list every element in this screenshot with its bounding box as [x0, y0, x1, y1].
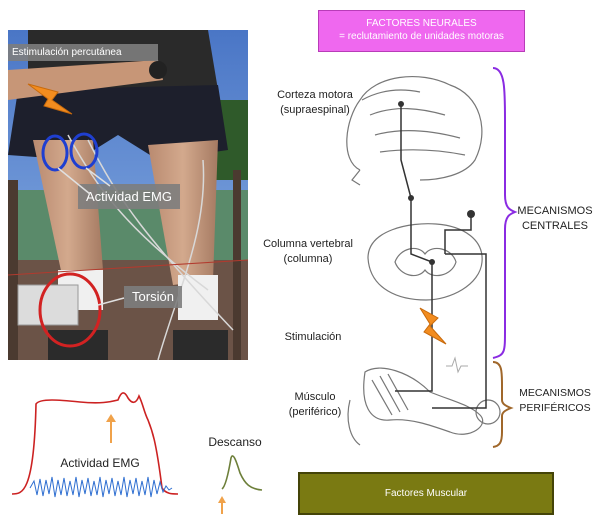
torque-curve	[12, 393, 178, 494]
electrode-ellipse-right	[71, 134, 97, 168]
factores-neurales-title: FACTORES NEURALES	[319, 17, 524, 30]
arm-muscle-figure	[348, 368, 500, 445]
emg-signal	[30, 477, 172, 497]
emg-graph	[12, 393, 262, 514]
label-mecanismos-centrales: MECANISMOS CENTRALES	[510, 204, 600, 234]
lightning-icon-stimulation	[420, 308, 446, 344]
label-stimulacion: Stimulación	[268, 330, 358, 345]
label-descanso: Descanso	[200, 435, 270, 450]
label-musculo: Músculo (periférico)	[270, 390, 360, 420]
label-corteza-motora: Corteza motora (supraespinal)	[270, 88, 360, 118]
lightning-icon-photo	[28, 84, 72, 114]
factores-neurales-subtitle: = reclutamiento de unidades motoras	[319, 30, 524, 43]
electrode-ellipse-left	[43, 136, 67, 170]
brain-figure	[347, 77, 482, 185]
label-columna-vertebral: Columna vertebral (columna)	[258, 237, 358, 267]
torsion-circle	[40, 274, 100, 346]
factores-neurales-box: FACTORES NEURALES = reclutamiento de uni…	[318, 10, 525, 52]
factores-muscular-box: Factores Muscular	[298, 472, 554, 515]
twitch-curve	[222, 456, 262, 490]
label-mecanismos-perifericos: MECANISMOS PERIFÉRICOS	[510, 386, 600, 416]
label-actividad-emg-graph: Actividad EMG	[40, 456, 160, 471]
brace-perifericos	[493, 362, 511, 447]
spinal-cord-figure	[368, 224, 482, 300]
